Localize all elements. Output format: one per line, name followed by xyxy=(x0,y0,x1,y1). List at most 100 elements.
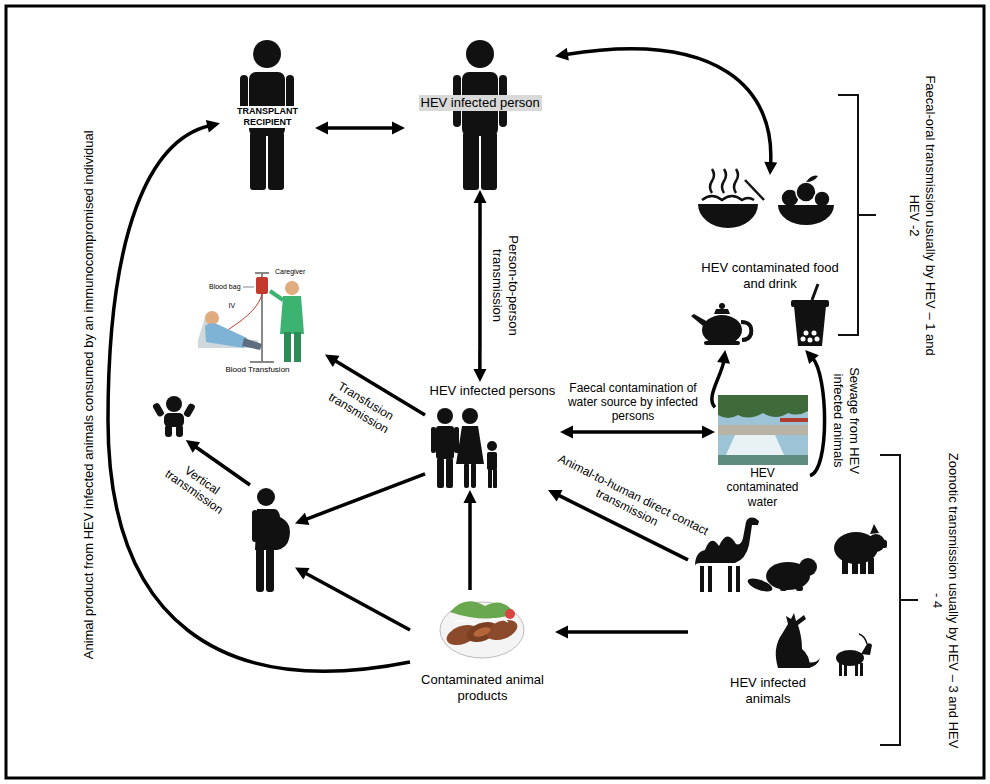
connector-line xyxy=(478,201,482,371)
drawing-part xyxy=(698,204,758,228)
drawing-part xyxy=(285,281,299,295)
drawing-part xyxy=(256,548,264,592)
drawing-part xyxy=(152,402,165,418)
connector-line xyxy=(468,501,472,590)
connector xyxy=(295,568,410,631)
edge-label: Animal product from HEV infected animals… xyxy=(80,130,96,659)
drawing-part xyxy=(718,455,808,465)
edge-label: Faecal contamination of water source by … xyxy=(565,381,701,424)
connector-line xyxy=(305,474,425,520)
drawing-part xyxy=(868,558,874,574)
drawing-part xyxy=(284,332,291,362)
diagram-node: Contaminated animal products xyxy=(410,590,555,710)
drawing-part xyxy=(183,402,196,418)
drawing-part xyxy=(487,452,497,470)
drawing-part xyxy=(205,311,219,325)
edge-label: Animal-to-human direct contact transmiss… xyxy=(538,446,721,557)
drawing-part xyxy=(455,618,508,624)
drawing-part xyxy=(436,426,454,459)
arrow-head xyxy=(206,120,220,133)
drawing-part xyxy=(778,205,834,225)
connector xyxy=(555,626,688,639)
diagram-node: TRANSPLANT RECIPIENT xyxy=(220,38,315,193)
arrow-head xyxy=(555,626,568,639)
connector-line xyxy=(305,573,410,630)
drawing-part xyxy=(695,518,887,677)
diagram-node: HEV infected animals xyxy=(688,515,888,710)
drawing-part xyxy=(796,182,816,202)
drawing-part xyxy=(446,458,453,488)
drawing-part xyxy=(700,566,704,592)
drawing-part xyxy=(870,524,879,534)
drawing-part xyxy=(431,408,497,488)
drawing-part xyxy=(814,191,830,207)
drawing-part xyxy=(736,566,740,592)
drawing-part xyxy=(431,427,436,453)
connector xyxy=(295,474,425,525)
arrow-head xyxy=(702,425,715,438)
drawing-part xyxy=(250,361,274,363)
diagram-node: HEV contaminated food and drink xyxy=(690,175,850,350)
edge-label: Person-to-person transmission xyxy=(489,220,520,350)
arrow-head xyxy=(473,190,486,203)
drawing-part xyxy=(252,510,258,542)
arrow-head xyxy=(805,350,819,364)
arrow-head xyxy=(392,121,405,134)
connector-line xyxy=(571,430,704,434)
connector xyxy=(463,490,476,590)
drawing-part xyxy=(708,566,712,592)
drawing-part xyxy=(256,277,268,294)
drawing-part xyxy=(859,634,867,644)
connector-line xyxy=(566,49,771,164)
drawing-part xyxy=(164,413,184,427)
drawing-part xyxy=(861,643,872,655)
drawing-part xyxy=(440,602,524,658)
drawing-part xyxy=(842,558,848,574)
drawing-part xyxy=(466,40,494,68)
drawing-part xyxy=(780,586,787,591)
node-text: HEV contaminated water xyxy=(715,466,810,509)
diagram-node: HEV infected persons xyxy=(425,382,560,490)
drawing-part xyxy=(488,469,492,488)
drawing-part xyxy=(280,296,304,334)
arrow-head xyxy=(295,568,310,580)
annotation-label: IV xyxy=(229,302,236,310)
connector-line xyxy=(566,630,688,634)
drawing-part xyxy=(704,341,740,345)
drawing-part xyxy=(437,408,453,424)
drawing-part xyxy=(746,576,774,594)
drawing-part xyxy=(152,396,196,437)
drawing-part xyxy=(266,548,274,592)
connector-line xyxy=(712,361,724,407)
annotation-label: Faecal-oral transmission usually by HEV … xyxy=(906,65,937,365)
arrow-head xyxy=(325,355,339,367)
drawing-part xyxy=(702,196,754,200)
drawing-part xyxy=(881,540,887,548)
drawing-part xyxy=(741,322,751,340)
node-text: Blood Transfusion xyxy=(224,365,292,375)
drawing-part xyxy=(472,625,492,639)
drawing-part xyxy=(781,182,830,207)
drawing-part xyxy=(487,441,497,451)
drawing-part xyxy=(242,338,262,350)
drawing-part xyxy=(437,458,444,488)
drawing-part xyxy=(838,95,876,335)
drawing-part xyxy=(812,331,817,336)
annotation-label: Zoonotic transmission usually by HEV – 3… xyxy=(929,450,960,750)
node-text: Contaminated animal products xyxy=(410,672,555,703)
drawing-part xyxy=(493,469,497,488)
drawing-part xyxy=(243,287,254,288)
connector-line xyxy=(810,358,825,476)
drawing-part xyxy=(719,303,725,309)
drawing-part xyxy=(714,309,730,314)
drawing-part xyxy=(855,663,858,676)
connector xyxy=(473,190,486,382)
drawing-part xyxy=(165,425,172,437)
arrow-head xyxy=(548,490,563,502)
connector xyxy=(712,350,730,407)
drawing-part xyxy=(801,337,806,342)
drawing-part xyxy=(801,331,820,343)
diagram-node: Blood Transfusion xyxy=(190,265,325,377)
drawing-part xyxy=(718,395,808,418)
